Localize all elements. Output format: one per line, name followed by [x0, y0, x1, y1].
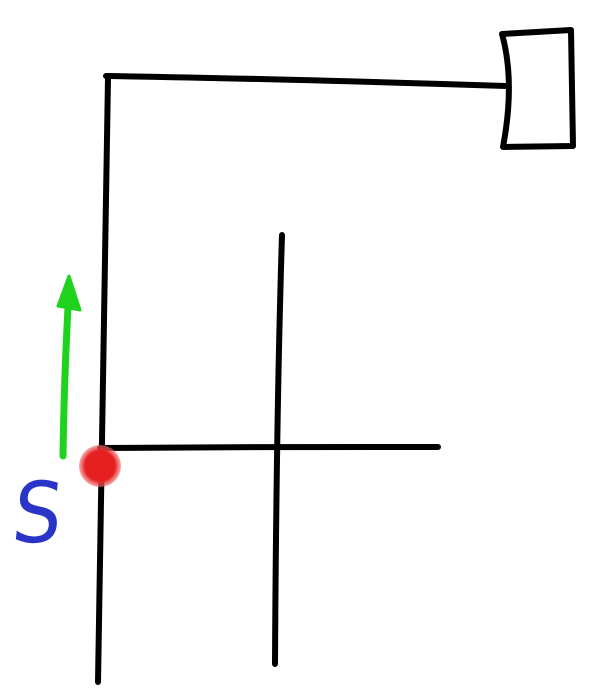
start-marker	[79, 445, 121, 487]
inner-vertical-line	[272, 232, 285, 667]
goal-box	[499, 27, 576, 150]
cross-horizontal-line	[97, 444, 441, 451]
top-horizontal-line	[103, 73, 509, 89]
left-vertical-line	[95, 75, 111, 685]
start-label: S	[8, 464, 68, 562]
direction-arrow-shaft	[59, 286, 73, 460]
direction-arrow-head	[56, 274, 82, 312]
